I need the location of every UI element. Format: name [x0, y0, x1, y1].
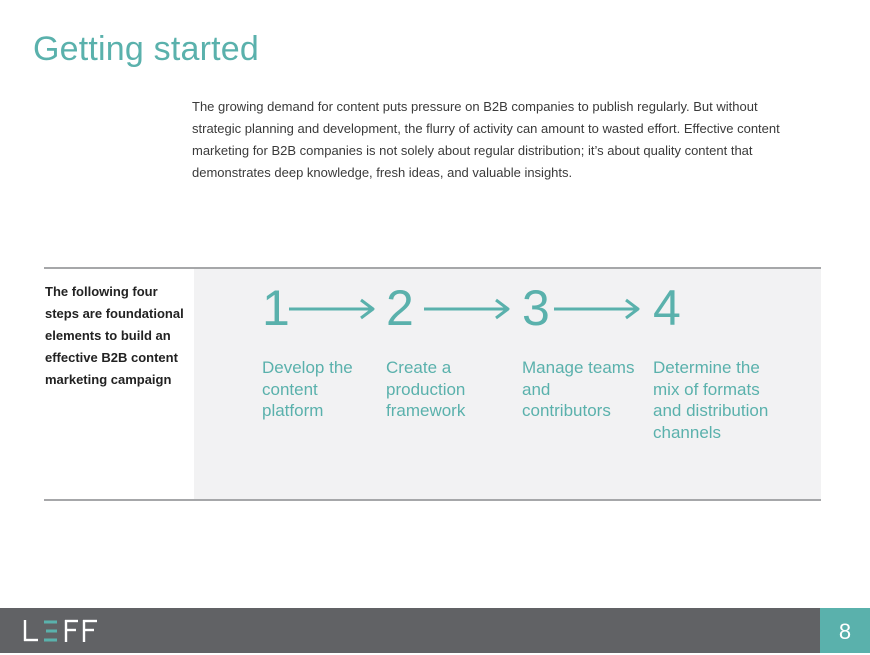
step-1-number: 1: [262, 280, 290, 336]
step-4-number: 4: [653, 280, 681, 336]
arrow-right-icon: [289, 298, 375, 320]
step-3-number: 3: [522, 280, 550, 336]
step-3-label: Manage teams and contributors: [522, 358, 635, 420]
step-4: 4 Determine the mix of formats and distr…: [653, 282, 773, 443]
step-2-label: Create a production framework: [386, 358, 466, 420]
step-1: 1 Develop the content platform: [262, 282, 377, 422]
arrow-right-icon: [424, 298, 510, 320]
step-1-label: Develop the content platform: [262, 358, 353, 420]
arrow-right-icon: [554, 298, 640, 320]
steps-panel: The following four steps are foundationa…: [44, 267, 821, 501]
step-2-number: 2: [386, 280, 414, 336]
intro-paragraph: The growing demand for content puts pres…: [192, 99, 780, 180]
page-title: Getting started: [33, 30, 260, 68]
steps-intro-text: The following four steps are foundationa…: [45, 284, 184, 387]
step-3: 3 Manage teams and contributors: [522, 282, 642, 422]
step-2: 2 Create a production framework: [386, 282, 511, 422]
page-number: 8: [820, 608, 870, 653]
leff-logo: [23, 619, 97, 642]
step-4-label: Determine the mix of formats and distrib…: [653, 358, 769, 442]
footer-bar: 8: [0, 608, 870, 653]
